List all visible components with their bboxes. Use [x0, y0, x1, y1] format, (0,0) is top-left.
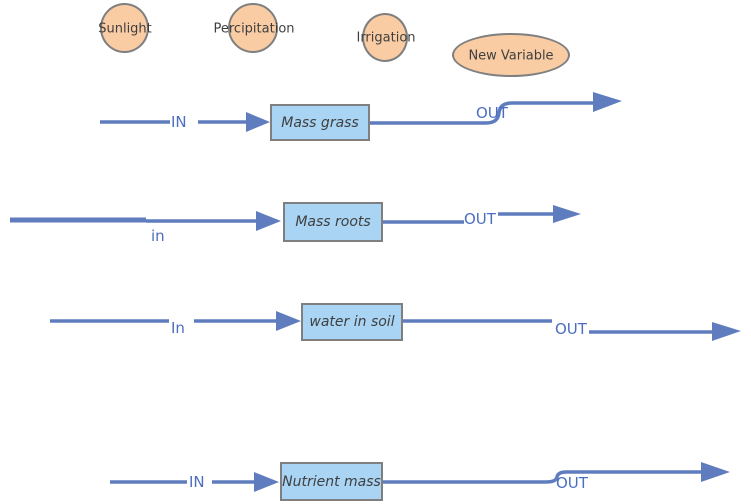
variable-label-sunlight: Sunlight	[98, 21, 152, 37]
stock-label: Nutrient mass	[282, 473, 381, 490]
flow-out-arrowhead[interactable]	[701, 462, 730, 482]
stock-label: Mass roots	[295, 214, 371, 230]
flow-label-in-nutrient-mass[interactable]: IN	[189, 473, 205, 491]
variable-label-percipitation: Percipitation	[213, 21, 295, 37]
flow-out-line-mass-grass[interactable]	[370, 101, 594, 125]
variable-node-irrigation[interactable]	[362, 13, 408, 62]
variable-node-sunlight[interactable]	[100, 3, 149, 53]
stock-node-water-in-soil[interactable]: water in soil	[301, 303, 403, 341]
flow-label-in-water-in-soil[interactable]: In	[171, 319, 185, 337]
flow-in-arrowhead[interactable]	[256, 211, 281, 231]
variable-node-percipitation[interactable]	[228, 3, 278, 53]
flow-label-out-mass-grass[interactable]: OUT	[476, 104, 508, 122]
flow-label-in-mass-roots[interactable]: in	[151, 227, 165, 245]
stock-label: Mass grass	[281, 114, 359, 131]
flow-out-line-nutrient-mass[interactable]	[383, 470, 702, 484]
variable-node-new-variable[interactable]	[452, 33, 570, 77]
flow-label-in-mass-grass[interactable]: IN	[171, 113, 187, 131]
flow-label-out-water-in-soil[interactable]: OUT	[555, 320, 587, 338]
flow-out-arrowhead[interactable]	[553, 205, 581, 223]
stock-node-nutrient-mass[interactable]: Nutrient mass	[280, 462, 383, 501]
flow-in-arrowhead[interactable]	[254, 472, 279, 492]
stock-label: water in soil	[309, 314, 395, 330]
flow-in-arrowhead[interactable]	[246, 112, 270, 132]
variable-label-irrigation: Irrigation	[356, 30, 416, 46]
variable-label-new-variable: New Variable	[468, 48, 554, 64]
stock-node-mass-grass[interactable]: Mass grass	[270, 104, 370, 141]
flow-label-out-mass-roots[interactable]: OUT	[464, 210, 496, 228]
flow-in-arrowhead[interactable]	[276, 311, 301, 331]
flow-label-out-nutrient-mass[interactable]: OUT	[556, 474, 588, 492]
flow-out-arrowhead[interactable]	[712, 322, 741, 341]
stock-node-mass-roots[interactable]: Mass roots	[283, 202, 383, 242]
flow-out-arrowhead[interactable]	[593, 92, 622, 112]
